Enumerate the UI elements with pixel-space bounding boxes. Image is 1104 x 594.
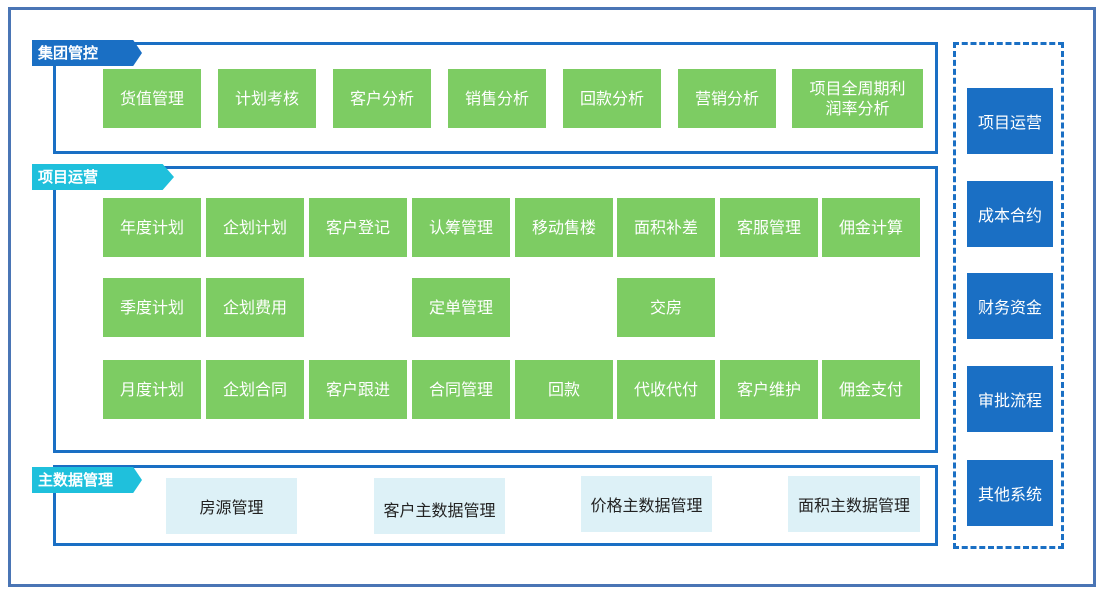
master-area[interactable]: 面积主数据管理: [788, 476, 920, 532]
side-approval-flow[interactable]: 审批流程: [967, 366, 1053, 432]
module-monthly-plan[interactable]: 月度计划: [103, 360, 201, 419]
group-control-tag: 集团管控: [32, 40, 142, 66]
module-customer-analysis[interactable]: 客户分析: [333, 69, 431, 128]
module-customer-followup[interactable]: 客户跟进: [309, 360, 407, 419]
project-ops-tag: 项目运营: [32, 164, 174, 190]
module-marketing-contract[interactable]: 企划合同: [206, 360, 304, 419]
module-customer-service[interactable]: 客服管理: [720, 198, 818, 257]
module-customer-registration[interactable]: 客户登记: [309, 198, 407, 257]
module-profit-analysis[interactable]: 项目全周期利润率分析: [792, 69, 923, 128]
module-marketing-analysis[interactable]: 营销分析: [678, 69, 776, 128]
module-annual-plan[interactable]: 年度计划: [103, 198, 201, 257]
module-customer-maintenance[interactable]: 客户维护: [720, 360, 818, 419]
module-contract-management[interactable]: 合同管理: [412, 360, 510, 419]
module-mobile-sales[interactable]: 移动售楼: [515, 198, 613, 257]
module-agency-collection[interactable]: 代收代付: [617, 360, 715, 419]
side-systems-panel: 项目运营 成本合约 财务资金 审批流程 其他系统: [953, 42, 1064, 549]
module-payment-analysis[interactable]: 回款分析: [563, 69, 661, 128]
module-marketing-plan[interactable]: 企划计划: [206, 198, 304, 257]
module-sales-analysis[interactable]: 销售分析: [448, 69, 546, 128]
module-order-management[interactable]: 定单管理: [412, 278, 510, 337]
module-commission-payment[interactable]: 佣金支付: [822, 360, 920, 419]
side-finance[interactable]: 财务资金: [967, 273, 1053, 339]
side-cost-contract[interactable]: 成本合约: [967, 181, 1053, 247]
side-project-ops[interactable]: 项目运营: [967, 88, 1053, 154]
side-other-systems[interactable]: 其他系统: [967, 460, 1053, 526]
master-data-tag: 主数据管理: [32, 467, 142, 493]
master-price[interactable]: 价格主数据管理: [581, 476, 712, 532]
module-plan-assessment[interactable]: 计划考核: [218, 69, 316, 128]
module-subscription-management[interactable]: 认筹管理: [412, 198, 510, 257]
master-customer[interactable]: 客户主数据管理: [374, 478, 505, 534]
module-handover[interactable]: 交房: [617, 278, 715, 337]
module-payment-collection[interactable]: 回款: [515, 360, 613, 419]
module-commission-calc[interactable]: 佣金计算: [822, 198, 920, 257]
module-area-compensation[interactable]: 面积补差: [617, 198, 715, 257]
master-housing[interactable]: 房源管理: [166, 478, 297, 534]
module-marketing-expense[interactable]: 企划费用: [206, 278, 304, 337]
module-value-management[interactable]: 货值管理: [103, 69, 201, 128]
module-quarterly-plan[interactable]: 季度计划: [103, 278, 201, 337]
